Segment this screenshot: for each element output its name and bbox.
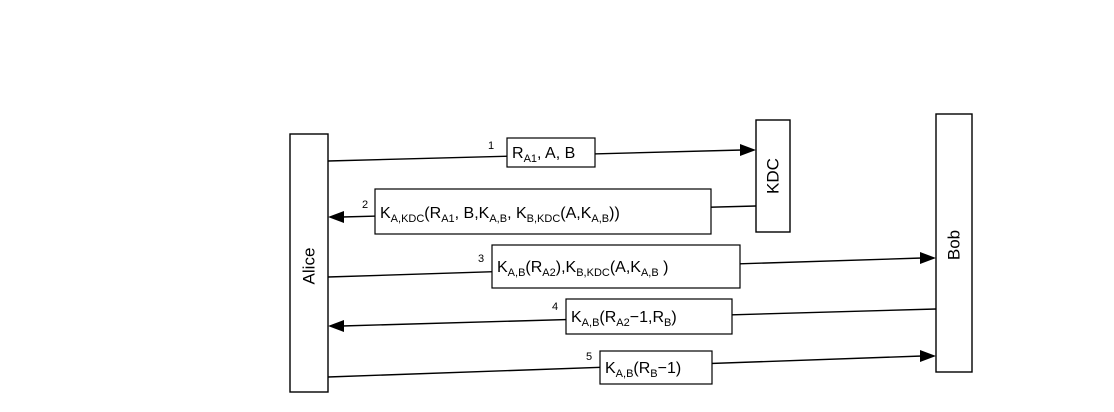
message-3-arrowhead: [920, 252, 936, 264]
message-3-label-box: [491, 244, 741, 289]
message-1-label-box: [506, 137, 596, 168]
message-4-label: KA,B(RA2−1,RB): [571, 309, 677, 329]
message-4: 4 KA,B(RA2−1,RB): [328, 298, 937, 335]
bob-entity: Bob: [935, 113, 973, 373]
message-5-step-number: 5: [586, 351, 592, 363]
alice-label: Alice: [300, 248, 319, 285]
message-1-arrowhead: [740, 144, 756, 156]
message-2-label: KA,KDC(RA1, B,KA,B, KB,KDC(A,KA,B)): [380, 205, 620, 225]
message-1-label: RA1, A, B: [512, 145, 575, 165]
kdc-entity: KDC: [755, 119, 791, 233]
message-4-label-box: [565, 298, 733, 335]
message-2: 2 KA,KDC(RA1, B,KA,B, KB,KDC(A,KA,B)): [328, 188, 757, 235]
kdc-box: [755, 119, 791, 233]
bob-box: [935, 113, 973, 373]
message-3-step-number: 3: [478, 253, 484, 265]
message-5-arrowhead: [920, 350, 936, 362]
message-3-label: KA,B(RA2),KB,KDC(A,KA,B ): [497, 259, 668, 279]
bob-label: Bob: [945, 230, 964, 260]
message-1-step-number: 1: [488, 140, 494, 152]
message-2-step-number: 2: [362, 199, 368, 211]
kdc-label: KDC: [764, 158, 783, 194]
message-2-label-box: [374, 188, 712, 235]
message-2-arrowhead: [328, 211, 344, 223]
message-4-arrowhead: [328, 320, 344, 332]
message-5-label-box: [599, 350, 713, 385]
message-3: 3 KA,B(RA2),KB,KDC(A,KA,B ): [327, 244, 936, 289]
alice-box: [289, 133, 329, 393]
message-5-label: KA,B(RB−1): [605, 360, 681, 380]
message-4-step-number: 4: [552, 301, 558, 313]
message-5: 5 KA,B(RB−1): [327, 350, 936, 385]
alice-entity: Alice: [289, 133, 329, 393]
message-1: 1 RA1, A, B: [327, 137, 756, 168]
